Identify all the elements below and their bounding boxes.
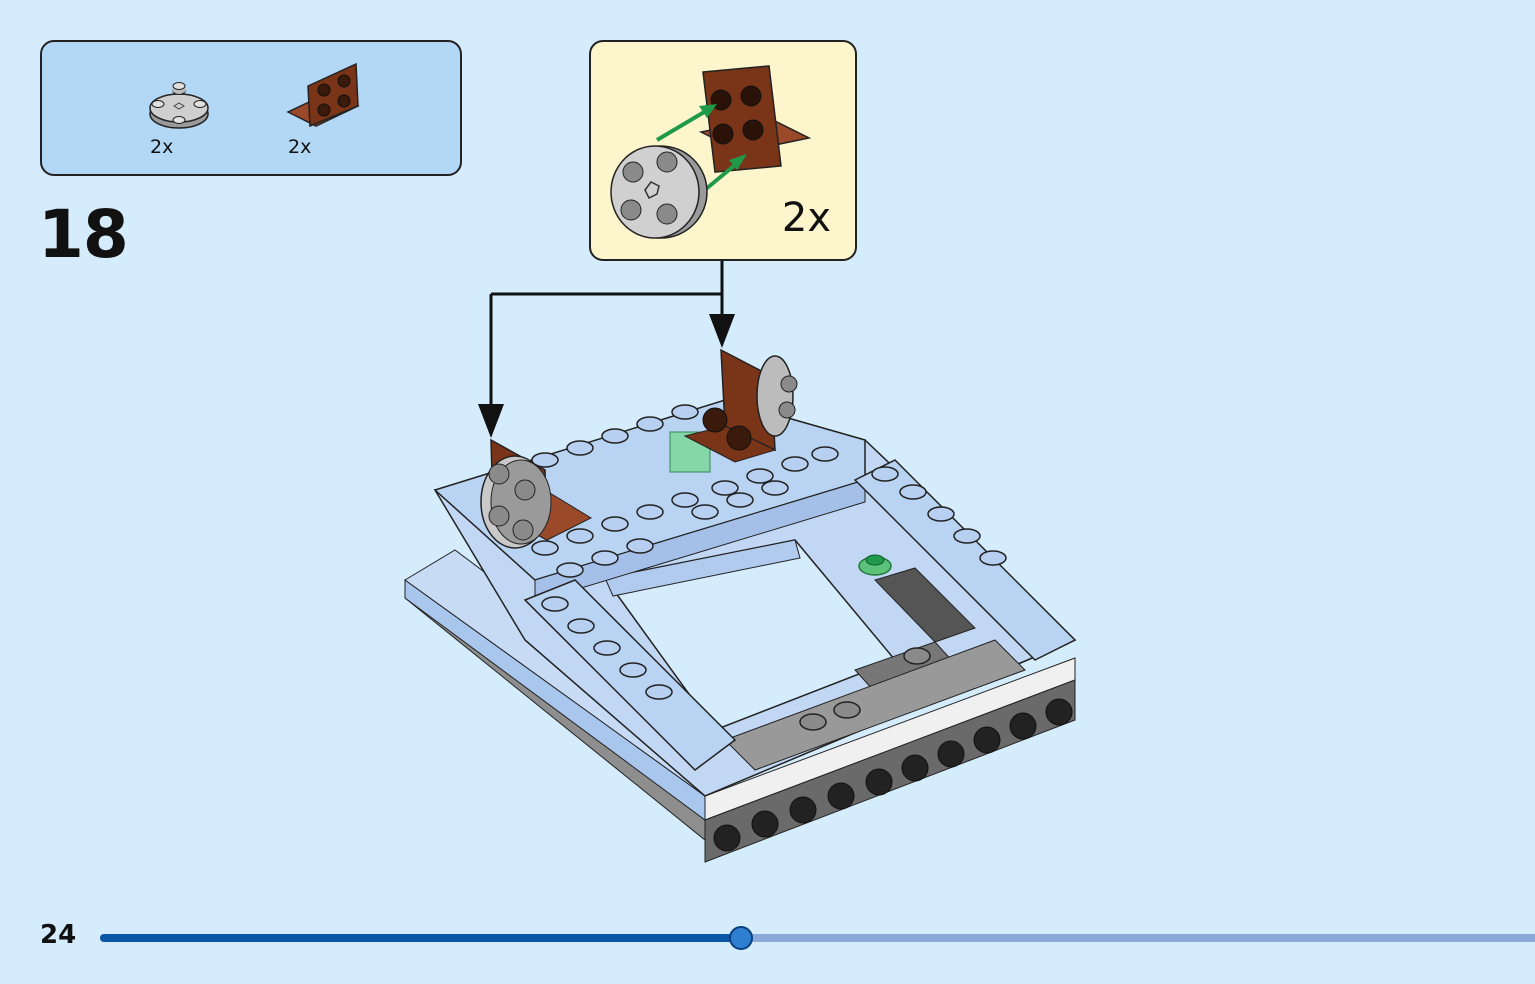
step-number: 18 [38, 196, 129, 273]
round-plate-icon [149, 82, 209, 129]
parts-item-bracket: 2x [286, 60, 362, 158]
parts-item-round-plate: 2x [146, 80, 212, 158]
progress-fill [100, 934, 742, 942]
bracket-plate-icon [286, 62, 360, 128]
parts-list-box: 2x 2x [40, 40, 462, 176]
progress-bar [100, 926, 1535, 950]
parts-item-quantity: 2x [288, 136, 312, 158]
sub-assembly-callout: 2x [589, 40, 857, 261]
sub-assembly-illustration [610, 65, 812, 239]
parts-item-quantity: 2x [150, 136, 174, 158]
page-number: 24 [40, 920, 77, 950]
model-illustration [404, 348, 1077, 863]
progress-knob[interactable] [729, 926, 754, 950]
sub-assembly-quantity: 2x [781, 195, 831, 241]
